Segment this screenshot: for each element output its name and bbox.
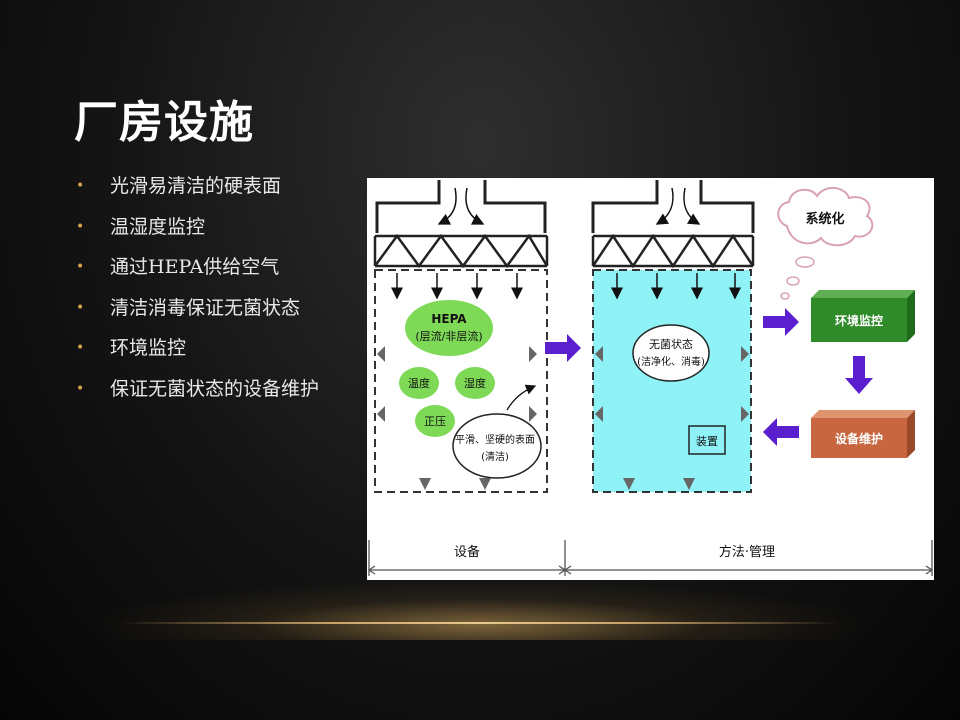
system-cloud: 系统化 bbox=[777, 187, 874, 300]
env-monitor-label: 环境监控 bbox=[835, 313, 883, 328]
cloud-bubble bbox=[786, 276, 800, 286]
pressure-label: 正压 bbox=[424, 415, 446, 428]
cloud-bubble bbox=[780, 292, 790, 300]
bullet-text: 保证无菌状态的设备维护 bbox=[110, 377, 320, 400]
bullet-text: 清洁消毒保证无菌状态 bbox=[110, 296, 301, 319]
left-airflow-arrow-icon bbox=[437, 187, 457, 225]
humidity-blob bbox=[455, 367, 495, 399]
right-airflow-arrow-icon bbox=[655, 187, 674, 225]
temperature-label: 温度 bbox=[408, 376, 430, 390]
bullet-item: • 光滑易清洁的硬表面 bbox=[74, 170, 374, 211]
bullet-dot-icon: • bbox=[76, 178, 85, 194]
pressure-blob bbox=[415, 405, 455, 437]
hepa-label-2: (层流/非层流) bbox=[415, 329, 482, 343]
scale-label-equipment: 设备 bbox=[454, 544, 480, 560]
cloud-bubble bbox=[795, 256, 815, 268]
bullet-item: • 温湿度监控 bbox=[74, 211, 374, 252]
bullet-dot-icon: • bbox=[76, 218, 85, 235]
bullet-list: • 光滑易清洁的硬表面 • 温湿度监控 • 通过HEPA供给空气 • 清洁消毒保证无菌状… bbox=[74, 170, 374, 413]
purple-arrow-down-icon bbox=[845, 356, 873, 394]
bottom-scale bbox=[367, 540, 934, 576]
bullet-dot-icon: • bbox=[76, 259, 85, 275]
slide-title: 厂房设施 bbox=[74, 97, 254, 148]
temperature-blob bbox=[399, 367, 439, 399]
sterile-ellipse bbox=[632, 324, 710, 382]
surface-label-2: (清洁) bbox=[481, 450, 509, 463]
bullet-item: • 清洁消毒保证无菌状态 bbox=[74, 292, 374, 333]
right-downflow-arrows bbox=[611, 273, 741, 300]
cloud-label: 系统化 bbox=[805, 211, 844, 227]
equip-maint-box: 设备维护 bbox=[811, 410, 915, 458]
surface-pointer-arrow-icon bbox=[506, 384, 537, 411]
sterile-label-2: (洁净化、消毒) bbox=[637, 355, 705, 368]
purple-arrow-left-icon bbox=[763, 418, 799, 446]
bullet-item: • 保证无菌状态的设备维护 bbox=[74, 373, 374, 414]
bottom-glow-line bbox=[120, 622, 840, 624]
bullet-text: 温湿度监控 bbox=[110, 215, 206, 238]
sterile-label-1: 无菌状态 bbox=[649, 337, 693, 351]
bullet-dot-icon: • bbox=[76, 380, 85, 397]
bullet-text: 光滑易清洁的硬表面 bbox=[110, 175, 282, 197]
bullet-text: 通过HEPA供给空气 bbox=[110, 256, 280, 278]
surface-label-1: 平滑、坚硬的表面 bbox=[455, 433, 535, 446]
cloud-shape bbox=[777, 187, 874, 247]
left-room: HEPA (层流/非层流) 温度 湿度 正压 平滑、坚硬的表面 (清洁) bbox=[373, 180, 549, 493]
hepa-blob bbox=[405, 300, 493, 356]
right-exhaust-markers bbox=[595, 346, 749, 490]
left-room-boundary bbox=[374, 269, 548, 493]
left-duct bbox=[375, 180, 547, 233]
right-hepa-filter bbox=[591, 233, 755, 269]
equip-maint-label: 设备维护 bbox=[835, 431, 883, 446]
right-duct bbox=[591, 180, 755, 233]
right-airflow-arrow-icon bbox=[683, 187, 701, 225]
hepa-label-1: HEPA bbox=[431, 312, 467, 326]
left-downflow-arrows bbox=[391, 273, 523, 300]
right-room: 无菌状态 (洁净化、消毒) 装置 bbox=[591, 180, 755, 493]
bullet-dot-icon: • bbox=[76, 299, 85, 316]
left-hepa-filter bbox=[373, 233, 549, 269]
cleanroom-diagram-svg: HEPA (层流/非层流) 温度 湿度 正压 平滑、坚硬的表面 (清洁) bbox=[367, 180, 934, 576]
scale-label-method: 方法·管理 bbox=[719, 544, 775, 560]
left-airflow-arrow-icon bbox=[465, 187, 485, 225]
left-exhaust-markers bbox=[377, 346, 537, 490]
surface-ellipse bbox=[452, 413, 542, 479]
humidity-label: 湿度 bbox=[464, 376, 486, 390]
bottom-glow bbox=[80, 580, 880, 640]
bullet-dot-icon: • bbox=[76, 340, 85, 356]
bullet-text: 环境监控 bbox=[110, 337, 187, 359]
env-monitor-box: 环境监控 bbox=[811, 290, 915, 342]
device-box bbox=[688, 425, 726, 455]
purple-arrow-right-icon bbox=[763, 308, 799, 336]
device-label: 装置 bbox=[696, 435, 718, 448]
bullet-item: • 环境监控 bbox=[74, 332, 374, 373]
purple-arrow-right-icon bbox=[545, 334, 581, 362]
bullet-item: • 通过HEPA供给空气 bbox=[74, 251, 374, 292]
cleanroom-diagram: HEPA (层流/非层流) 温度 湿度 正压 平滑、坚硬的表面 (清洁) bbox=[367, 178, 934, 580]
